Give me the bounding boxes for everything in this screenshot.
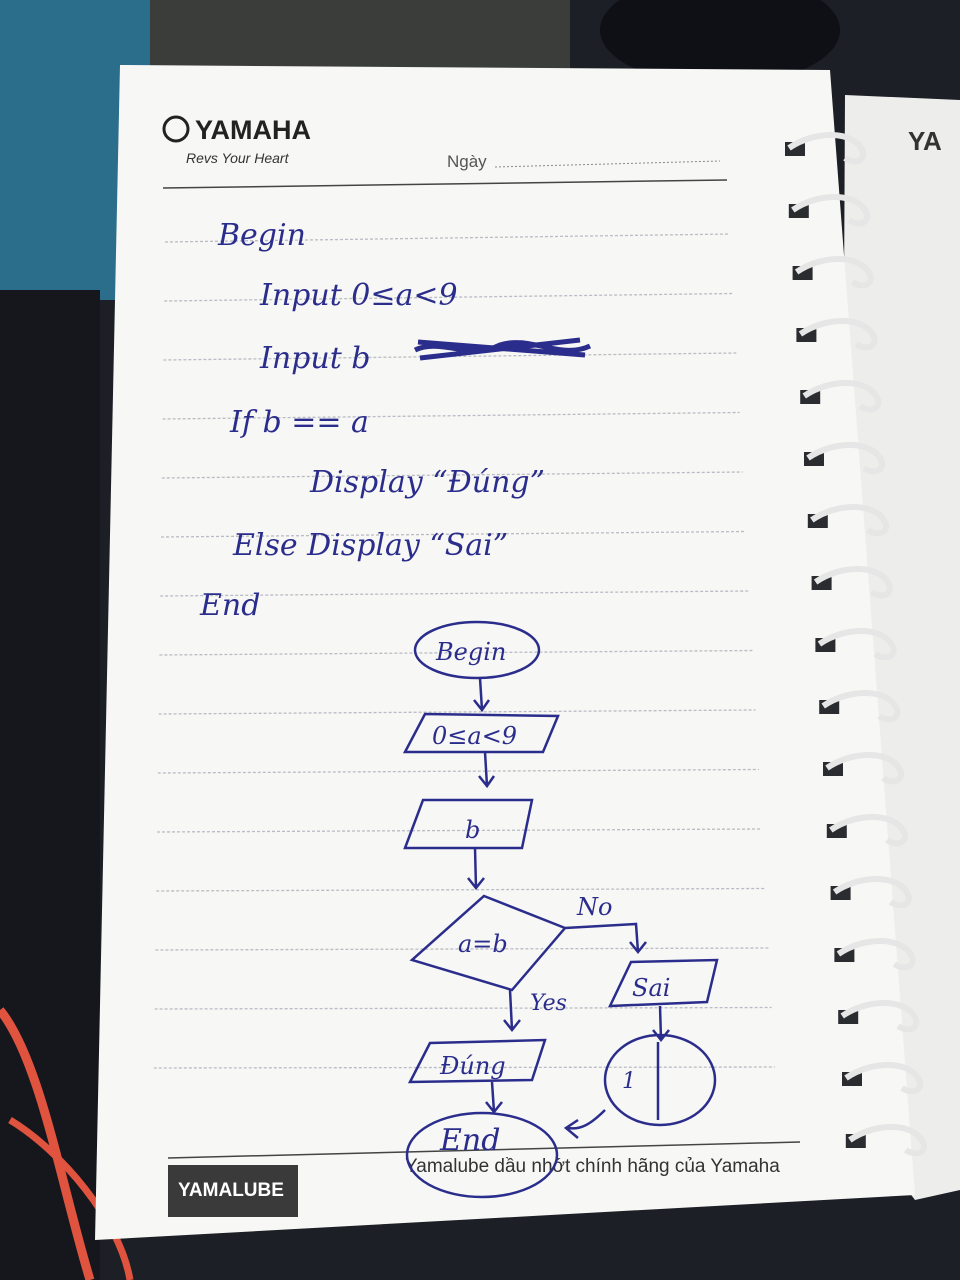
spiral-ring (794, 256, 874, 289)
footer-text: Yamalube dầu nhớt chính hãng của Yamaha (405, 1156, 780, 1177)
spiral-ring (825, 752, 905, 785)
pseudo-line-if: If b == a (229, 405, 369, 440)
ruled-line (162, 411, 740, 420)
page-footer: YAMALUBE Yamalube dầu nhớt chính hãng củ… (167, 1141, 801, 1217)
flow-true-output-box (407, 1038, 547, 1084)
flow-false-output-box (607, 958, 719, 1008)
flow-input-a-label: 0≤a<9 (432, 722, 517, 750)
ruled-line (155, 947, 769, 951)
pseudocode-block: Begin Input 0≤a<9 Input b If b == a Disp… (199, 218, 592, 623)
spiral-ring (810, 504, 889, 537)
flow-decision-diamond (409, 894, 568, 992)
ruled-line (154, 1006, 772, 1010)
arrow-2 (478, 751, 496, 789)
spiral-ring (806, 442, 886, 475)
ruled-line (159, 649, 753, 656)
red-cable (0, 1007, 95, 1280)
arrow-3 (467, 847, 485, 891)
spiral-ring (813, 566, 893, 599)
ruled-line (158, 709, 756, 715)
spiral-ring (848, 1124, 927, 1157)
spiral-ring (791, 194, 870, 227)
arrow-6 (563, 1109, 606, 1139)
brand-tagline: Revs Your Heart (186, 150, 290, 166)
next-page-brand: YA (908, 126, 942, 156)
date-line (494, 160, 721, 168)
ruled-line (157, 768, 759, 774)
ruled-line (161, 471, 743, 479)
spiral-ring (821, 690, 901, 723)
pseudo-line-begin: Begin (217, 218, 306, 253)
arrow-yes (503, 989, 521, 1033)
date-label: Ngày (447, 152, 487, 171)
page-header: YAMAHA Revs Your Heart Ngày (162, 115, 728, 189)
spiral-ring (844, 1062, 924, 1095)
spiral-binding (785, 132, 927, 1157)
ruled-line (160, 590, 750, 597)
spiral-ring (787, 132, 867, 165)
pseudo-line-end: End (199, 588, 260, 623)
spiral-ring (798, 318, 878, 351)
brand-name: YAMAHA (195, 115, 311, 145)
ruled-line (156, 828, 763, 833)
pseudo-line-else: Else Display “Sai” (232, 528, 508, 563)
pseudo-line-display-true: Display “Đúng” (309, 465, 545, 500)
ruled-line (156, 887, 766, 892)
ruled-line (164, 233, 731, 243)
flow-true-output-label: Đúng (439, 1052, 506, 1080)
spiral-ring (840, 1000, 920, 1033)
flow-connector-circle (603, 1033, 717, 1127)
pseudo-line-input-b: Input b (259, 341, 371, 376)
flow-start-label: Begin (435, 638, 506, 666)
flow-yes-label: Yes (530, 991, 567, 1016)
spiral-ring (802, 380, 882, 413)
flow-end-oval (405, 1111, 559, 1199)
red-cable-2 (8, 1116, 134, 1280)
flow-connector-label: 1 (622, 1069, 636, 1094)
footer-brand: YAMALUBE (178, 1180, 284, 1201)
pseudo-line-input-a: Input 0≤a<9 (259, 278, 458, 313)
spiral-ring (836, 938, 916, 971)
mouse-object (600, 0, 840, 85)
arrow-5 (485, 1081, 503, 1115)
yamalube-badge (168, 1165, 298, 1217)
header-rule (162, 179, 728, 189)
ruled-line (160, 530, 747, 538)
scribbled-out-text (413, 337, 592, 361)
flow-decision-label: a=b (458, 930, 508, 958)
flow-input-b-box (403, 798, 534, 850)
arrow-no (564, 922, 647, 955)
flow-input-b-label: b (465, 816, 480, 844)
spiral-ring (817, 628, 897, 661)
flowchart-labels: Begin 0≤a<9 b a=b No Yes Sai Đúng 1 End (432, 638, 670, 1158)
spiral-ring (829, 814, 908, 847)
yamaha-logo-icon (162, 115, 190, 143)
flow-end-label: End (439, 1123, 500, 1158)
flow-input-a-box (402, 712, 560, 754)
flow-false-output-label: Sai (632, 974, 670, 1002)
flow-no-label: No (576, 893, 612, 921)
spiral-ring (832, 876, 912, 909)
flowchart (402, 620, 719, 1199)
footer-rule (167, 1141, 801, 1159)
arrow-1 (473, 677, 491, 713)
flow-start-oval (413, 620, 541, 680)
ruled-line (153, 1066, 775, 1069)
